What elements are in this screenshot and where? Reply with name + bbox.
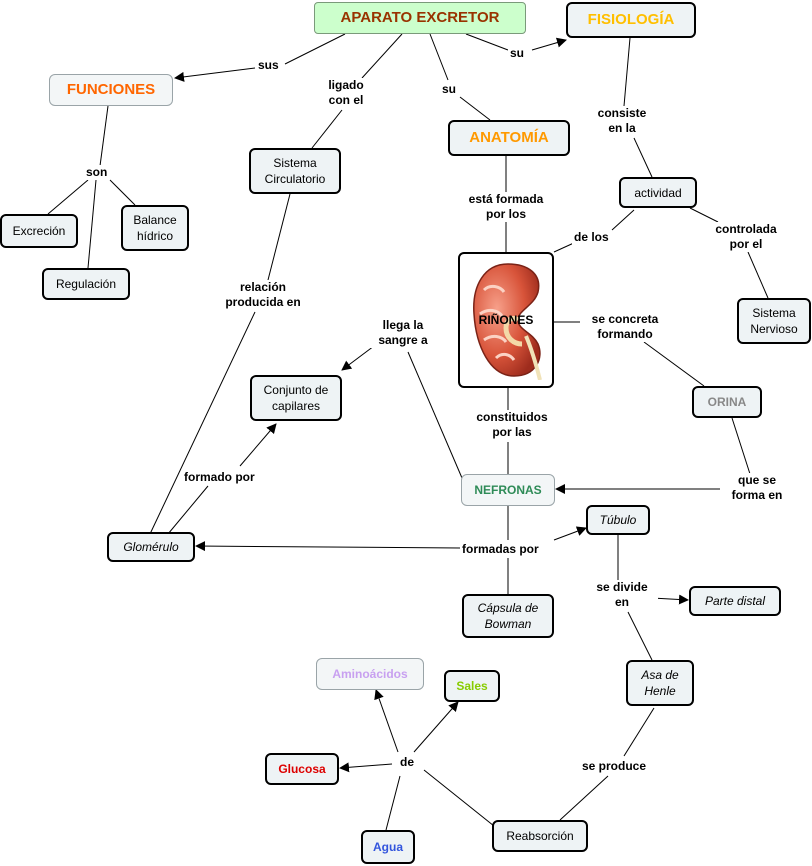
link-de-agua: [385, 775, 401, 831]
node-glomerulo[interactable]: Glomérulo: [107, 532, 195, 562]
link-formadas-glomerulo: [195, 541, 461, 552]
link-aparato-sus: [284, 33, 346, 65]
label-su-fisiologia: su: [508, 46, 527, 61]
link-de-glucosa: [339, 762, 393, 773]
label-sus: sus: [256, 58, 281, 73]
node-tubulo[interactable]: Túbulo: [586, 505, 650, 535]
node-balance-hidrico[interactable]: Balance hídrico: [121, 205, 189, 251]
label-formadas-por: formadas por: [460, 542, 541, 557]
label-constituidos: constituidos por las: [466, 410, 558, 440]
link-son-regulacion: [87, 179, 97, 269]
link-divide-asa: [627, 611, 653, 661]
node-capsula-bowman[interactable]: Cápsula de Bowman: [462, 594, 554, 638]
label-ligado: ligado con el: [322, 78, 370, 108]
node-glucosa[interactable]: Glucosa: [265, 753, 339, 785]
node-sistema-circulatorio[interactable]: Sistema Circulatorio: [249, 148, 341, 194]
node-rinones[interactable]: RIÑONES: [458, 252, 554, 388]
label-divide: se divide en: [586, 580, 658, 610]
label-formada: está formada por los: [456, 192, 556, 222]
link-aparato-su2: [429, 33, 449, 81]
link-formado-conjunto: [239, 423, 277, 467]
node-nefronas[interactable]: NEFRONAS: [461, 474, 555, 506]
link-consiste-actividad: [633, 137, 653, 178]
label-de: de: [398, 755, 417, 770]
label-consiste: consiste en la: [592, 106, 652, 136]
link-divide-parte: [651, 594, 689, 605]
node-aminoacidos[interactable]: Aminoácidos: [316, 658, 424, 690]
label-llega: llega la sangre a: [368, 318, 438, 348]
link-controlada-nervioso: [747, 251, 769, 299]
link-de-sales: [413, 701, 459, 753]
link-reabsorcion-de: [423, 769, 495, 827]
node-actividad[interactable]: actividad: [619, 177, 697, 208]
link-orina-quese: [731, 417, 751, 475]
link-aparato-su1: [465, 33, 509, 51]
link-llega-conjunto: [341, 345, 375, 371]
link-sus-funciones: [174, 67, 256, 82]
label-concreta: se concreta formando: [580, 312, 670, 342]
link-son-excrecion: [47, 179, 89, 215]
label-que-se: que se forma en: [720, 473, 794, 503]
label-produce: se produce: [580, 759, 649, 774]
node-sistema-nervioso[interactable]: Sistema Nervioso: [737, 298, 811, 344]
link-su2-anatomia: [459, 96, 491, 121]
node-orina[interactable]: ORINA: [692, 386, 762, 418]
link-su1-fisiologia: [531, 37, 567, 51]
link-produce-reabsorcion: [559, 775, 609, 821]
link-son-balance: [109, 179, 136, 206]
label-relacion: relación producida en: [214, 280, 312, 310]
link-ligado-circ: [311, 109, 343, 149]
node-excrecion[interactable]: Excreción: [0, 214, 78, 248]
label-su-anatomia: su: [440, 82, 459, 97]
label-de-los: de los: [572, 230, 611, 245]
link-circ-relacion: [267, 193, 291, 281]
label-controlada: controlada por el: [706, 222, 786, 252]
node-asa-henle[interactable]: Asa de Henle: [626, 660, 694, 706]
link-formadas-tubulo: [553, 526, 587, 541]
link-actividad-delos: [611, 209, 635, 231]
node-agua[interactable]: Agua: [361, 830, 415, 864]
node-fisiologia[interactable]: FISIOLOGÍA: [566, 2, 696, 38]
node-regulacion[interactable]: Regulación: [42, 268, 130, 300]
link-actividad-controlada: [689, 207, 719, 223]
link-funciones-son: [99, 105, 109, 167]
label-son: son: [84, 165, 110, 180]
node-funciones[interactable]: FUNCIONES: [49, 74, 173, 106]
link-nefronas-llega: [407, 351, 463, 479]
link-aparato-ligado: [361, 33, 403, 79]
link-fisio-consiste: [623, 37, 631, 107]
link-concreta-orina: [643, 341, 705, 387]
node-sales[interactable]: Sales: [444, 670, 500, 702]
link-glomerulo-formado: [167, 485, 209, 535]
link-de-aminoacidos: [374, 689, 399, 753]
link-asa-produce: [623, 707, 655, 757]
rinones-label: RIÑONES: [478, 313, 534, 327]
kidney-image: [473, 263, 542, 380]
node-reabsorcion[interactable]: Reabsorción: [492, 820, 588, 852]
label-formado-por: formado por: [182, 470, 257, 485]
node-conjunto-capilares[interactable]: Conjunto de capilares: [250, 375, 342, 421]
node-aparato-excretor[interactable]: APARATO EXCRETOR: [314, 2, 526, 34]
node-anatomia[interactable]: ANATOMÍA: [448, 120, 570, 156]
link-relacion-glomerulo: [149, 311, 256, 535]
node-parte-distal[interactable]: Parte distal: [689, 586, 781, 616]
